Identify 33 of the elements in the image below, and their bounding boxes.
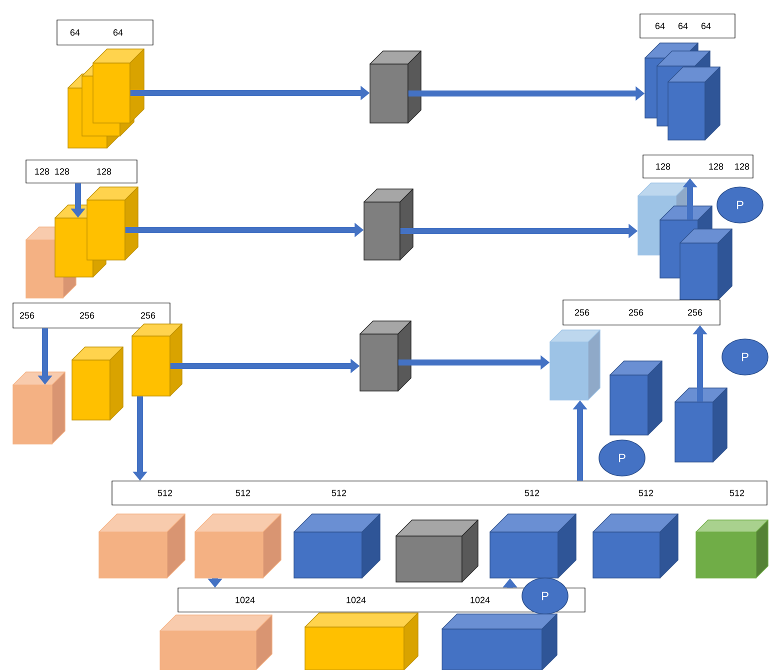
cube: [442, 614, 558, 670]
cube: [674, 388, 728, 462]
label-bar: 128 128 128: [642, 154, 754, 178]
cube: [132, 324, 182, 396]
label-bar: 128 128 128: [26, 160, 138, 184]
cube: [610, 360, 662, 436]
cube: [696, 520, 768, 578]
cube: [592, 514, 678, 578]
label-bar: 64 64: [56, 20, 154, 46]
label-bar: 256 256 256: [12, 302, 170, 328]
cube: [396, 520, 478, 582]
cube: [360, 320, 412, 392]
cube: [12, 372, 66, 444]
label-bar: 512 512 512 512 512 512: [112, 480, 768, 506]
circle-label: P: [598, 440, 646, 476]
cube: [364, 188, 414, 260]
cube: [86, 186, 138, 260]
cube: [194, 514, 282, 578]
circle-label: P: [522, 578, 568, 614]
label-bar: 256 256 256: [562, 300, 720, 326]
cube: [294, 514, 380, 578]
label-bar: 64 64 64: [640, 14, 736, 38]
cube: [370, 50, 422, 124]
cube: [98, 514, 186, 578]
cube: [160, 614, 272, 670]
cube: [72, 346, 124, 420]
cube: [550, 330, 600, 400]
cube: [92, 48, 144, 124]
cube: [680, 228, 732, 300]
cube: [304, 612, 418, 670]
circle-label: P: [722, 338, 768, 376]
circle-label: P: [716, 186, 764, 224]
cube: [490, 514, 576, 578]
